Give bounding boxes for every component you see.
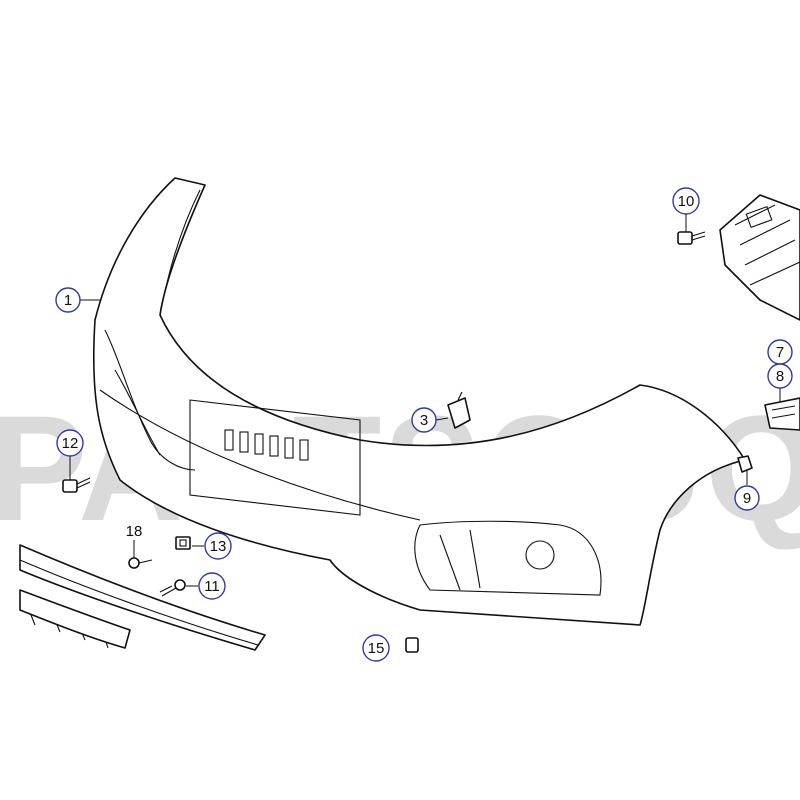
callout-label: 13 xyxy=(210,538,227,555)
callout-label: 1 xyxy=(64,292,72,309)
tow-hook-cover xyxy=(447,391,471,429)
callout-label: 11 xyxy=(204,578,220,595)
leader-lines xyxy=(69,214,781,587)
callout-1: 1 xyxy=(55,287,81,313)
callout-label: 10 xyxy=(678,193,695,210)
callout-10: 10 xyxy=(672,187,700,215)
callout-label: 3 xyxy=(420,412,428,429)
callout-label: 8 xyxy=(776,368,784,385)
callout-label: 9 xyxy=(743,490,751,507)
clip-9 xyxy=(737,455,753,473)
clip-15 xyxy=(405,637,419,653)
screw-18 xyxy=(128,557,153,569)
callout-11: 11 xyxy=(198,572,226,600)
callout-label: 18 xyxy=(126,523,143,540)
callout-3: 3 xyxy=(411,407,437,433)
callout-8: 8 xyxy=(767,363,793,389)
callout-7: 7 xyxy=(767,339,793,365)
callout-9: 9 xyxy=(734,485,760,511)
bolt-10 xyxy=(677,231,706,245)
callout-label: 15 xyxy=(368,640,385,657)
front-bumper-cover xyxy=(92,177,746,626)
bumper-bracket xyxy=(719,194,800,321)
callout-label: 7 xyxy=(776,344,784,361)
callout-15: 15 xyxy=(362,634,390,662)
screw-11 xyxy=(159,579,186,597)
bumper-grille-slots xyxy=(224,429,309,461)
clip-13 xyxy=(175,536,191,550)
callout-12: 12 xyxy=(56,429,84,457)
side-bracket xyxy=(764,397,800,431)
callout-13: 13 xyxy=(204,532,232,560)
callout-18: 18 xyxy=(126,523,143,540)
callout-label: 12 xyxy=(62,435,79,452)
lower-grille xyxy=(19,544,266,651)
